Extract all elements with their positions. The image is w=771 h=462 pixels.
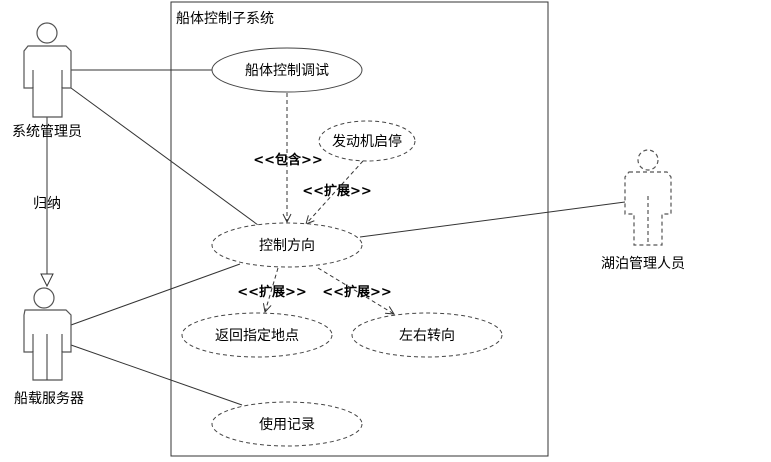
actor-body-icon: [23, 45, 72, 118]
svg-text:控制方向: 控制方向: [259, 238, 315, 254]
use-case-usage-log[interactable]: 使用记录: [211, 401, 363, 447]
assoc-lake-direction: [359, 201, 626, 238]
actor-admin[interactable]: 系统管理员: [12, 22, 82, 140]
extend-turn-arrow: [317, 267, 394, 314]
actor-body-icon: [624, 171, 672, 246]
use-case-debug[interactable]: 船体控制调试: [211, 47, 363, 93]
assoc-server-direction: [70, 263, 241, 326]
actor-server[interactable]: 船载服务器: [14, 287, 84, 407]
system-title: 船体控制子系统: [176, 11, 274, 27]
extend-engine-arrow: [306, 160, 364, 224]
assoc-admin-direction: [70, 87, 259, 226]
use-case-direction[interactable]: 控制方向: [211, 222, 363, 268]
svg-text:船载服务器: 船载服务器: [14, 391, 84, 407]
svg-text:发动机启停: 发动机启停: [332, 133, 402, 150]
svg-text:返回指定地点: 返回指定地点: [215, 328, 299, 344]
include-label: <<包含>>: [253, 152, 323, 168]
extend-engine-label: <<扩展>>: [302, 183, 372, 199]
system-boundary: [170, 1, 549, 457]
use-case-return-point[interactable]: 返回指定地点: [181, 312, 333, 358]
actor-head-icon: [33, 287, 55, 309]
svg-text:湖泊管理人员: 湖泊管理人员: [601, 256, 685, 272]
svg-text:船体控制调试: 船体控制调试: [245, 63, 329, 79]
extend-return-arrow: [265, 267, 279, 312]
use-case-engine[interactable]: 发动机启停: [318, 120, 416, 162]
assoc-server-log: [70, 344, 243, 406]
svg-text:使用记录: 使用记录: [259, 416, 315, 433]
actor-head-icon: [36, 22, 58, 44]
extend-turn-label: <<扩展>>: [322, 284, 392, 300]
svg-text:系统管理员: 系统管理员: [12, 124, 82, 140]
generalization-label: 归纳: [33, 195, 61, 212]
svg-text:左右转向: 左右转向: [399, 328, 455, 344]
generalization-arrow: [40, 273, 54, 288]
actor-head-icon: [637, 149, 659, 171]
actor-lake-manager[interactable]: 湖泊管理人员: [601, 149, 685, 272]
use-case-turn[interactable]: 左右转向: [351, 312, 503, 358]
extend-return-label: <<扩展>>: [237, 284, 307, 300]
